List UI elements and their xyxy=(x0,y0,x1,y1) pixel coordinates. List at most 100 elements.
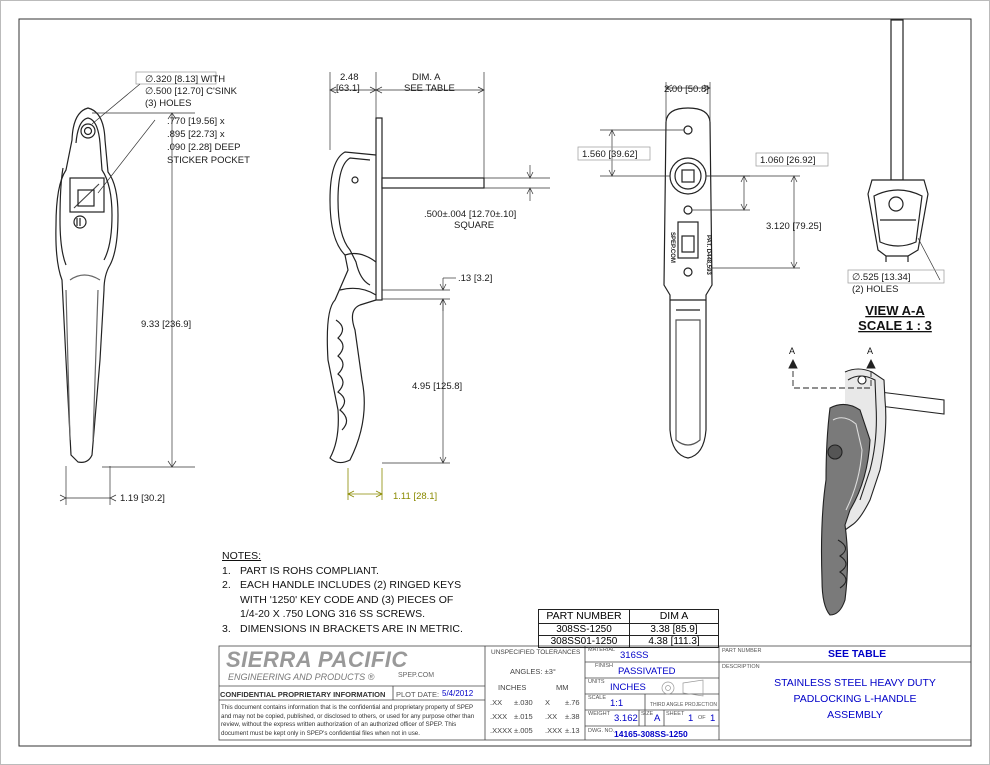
third-angle-projection-icon xyxy=(661,679,704,697)
sticker-callout-2: .895 [22.73] x xyxy=(167,129,225,140)
spep-text: SPEP.COM xyxy=(669,232,675,263)
small-holes-callout-2: (2) HOLES xyxy=(852,284,898,295)
company-web: SPEP.COM xyxy=(398,672,435,679)
dwg-no-label: DWG. NO. xyxy=(588,728,615,734)
hole-spacing-dim: 2.00 [50.8] xyxy=(664,84,709,95)
section-cut-arrows xyxy=(788,358,876,389)
company-subtitle: ENGINEERING AND PRODUCTS ® xyxy=(228,672,375,682)
finish-label: FINISH xyxy=(595,663,614,669)
front-view xyxy=(55,107,119,463)
tol-mm-0-a: X xyxy=(545,698,551,707)
tol-inch-2-b: ±.005 xyxy=(514,726,533,735)
registered-icon: ® xyxy=(367,672,375,682)
hole-callout-1: ∅.320 [8.13] WITH xyxy=(145,74,225,85)
square-dim-1: .500±.004 [12.70±.10] xyxy=(424,209,516,220)
table-row: 308SS01-1250 4.38 [111.3] xyxy=(538,635,719,648)
part-number-table: PART NUMBER DIM A 308SS-1250 3.38 [85.9]… xyxy=(538,609,719,648)
small-holes-callout-1: ∅.525 [13.34] xyxy=(852,272,910,283)
overall-length-dim: 9.33 [236.9] xyxy=(141,319,191,330)
lower-length-dim: 4.95 [125.8] xyxy=(412,381,462,392)
hub-to-hole-dim: 1.060 [26.92] xyxy=(760,155,815,166)
hole-callout-3: (3) HOLES xyxy=(145,98,191,109)
holes-callout-box xyxy=(847,269,945,284)
offset-dim: 1.11 [28.1] xyxy=(393,491,437,502)
tol-mm-1-a: .XX xyxy=(545,712,558,721)
size-value: A xyxy=(654,713,661,724)
projection-label: THIRD ANGLE PROJECTION xyxy=(650,702,717,708)
sticker-callout-4: STICKER POCKET xyxy=(167,155,250,166)
company-logo-text: SIERRA PACIFIC xyxy=(226,647,408,672)
units-label: UNITS xyxy=(588,679,605,685)
tol-inch-0-b: ±.030 xyxy=(514,698,533,707)
tol-mm-2-a: .XXX xyxy=(545,726,563,735)
scale-label: SCALE xyxy=(588,695,607,701)
sticker-callout-3: .090 [2.28] DEEP xyxy=(167,142,240,153)
tolerances-mm-header: MM xyxy=(556,683,569,692)
table-header: PART NUMBER xyxy=(538,609,630,624)
tolerances-angles: ANGLES: ±3° xyxy=(510,667,556,676)
offset-dim-lines xyxy=(347,468,383,500)
weight-value: 3.162 xyxy=(614,713,638,724)
tol-inch-1-b: ±.015 xyxy=(514,712,533,721)
tolerances-title: UNSPECIFIED TOLERANCES xyxy=(491,649,581,656)
tol-inch-2-a: .XXXX xyxy=(490,726,513,735)
description-value: STAINLESS STEEL HEAVY DUTY PADLOCKING L-… xyxy=(774,677,936,721)
size-label: SIZE xyxy=(641,711,654,717)
section-label-right: A xyxy=(867,346,873,356)
patent-text: PAT. D448,593 xyxy=(705,235,711,275)
section-label-left: A xyxy=(789,346,795,356)
units-value: INCHES xyxy=(610,682,646,693)
sheet-label: SHEET xyxy=(666,711,685,717)
plate-thickness-dim: .13 [3.2] xyxy=(458,273,492,284)
back-view xyxy=(663,107,713,459)
table-cell: 308SS-1250 xyxy=(538,623,630,636)
material-label: MATERIAL xyxy=(588,647,616,653)
side-view xyxy=(326,117,485,464)
notes-title: NOTES: xyxy=(222,550,262,562)
note-item-continuation: WITH '1250' KEY CODE AND (3) PIECES OF xyxy=(240,593,454,606)
sheet-value: 1 xyxy=(688,713,694,724)
sheet-total-value: 1 xyxy=(710,713,716,724)
view-title: VIEW A-A xyxy=(865,303,925,318)
table-header: DIM A xyxy=(629,609,719,624)
finish-value: PASSIVATED xyxy=(618,666,676,677)
front-view-dims xyxy=(59,71,217,505)
table-cell: 4.38 [111.3] xyxy=(629,635,719,648)
table-header-row: PART NUMBER DIM A xyxy=(538,609,719,624)
tol-mm-0-b: ±.76 xyxy=(565,698,580,707)
note-item: 2.EACH HANDLE INCLUDES (2) RINGED KEYS xyxy=(222,579,462,592)
sticker-callout-1: .770 [19.56] x xyxy=(167,116,225,127)
isometric-view xyxy=(820,368,945,616)
material-value: 316SS xyxy=(620,650,649,661)
width-dim: 1.19 [30.2] xyxy=(120,493,165,504)
dim-a-label: DIM. A xyxy=(412,72,441,83)
note-item-continuation: 1/4-20 X .750 LONG 316 SS SCREWS. xyxy=(240,608,426,621)
hole-callout-2: ∅.500 [12.70] C'SINK xyxy=(145,86,238,97)
dim-a-see-table: SEE TABLE xyxy=(404,83,455,94)
part-number-value: SEE TABLE xyxy=(828,648,887,660)
table-cell: 3.38 [85.9] xyxy=(629,623,719,636)
square-dim-2: SQUARE xyxy=(454,220,494,231)
tolerances-inches-header: INCHES xyxy=(498,683,527,692)
description-label: DESCRIPTION xyxy=(722,664,760,670)
confidential-label: CONFIDENTIAL PROPRIETARY INFORMATION xyxy=(220,690,386,699)
weight-label: WEIGHT xyxy=(588,711,610,717)
tol-inch-0-a: .XX xyxy=(490,698,503,707)
note-item: 3.DIMENSIONS IN BRACKETS ARE IN METRIC. xyxy=(222,622,463,635)
hub-to-bottom-dim: 3.120 [79.25] xyxy=(766,221,821,232)
tol-mm-2-b: ±.13 xyxy=(565,726,580,735)
note-item: 1.PART IS ROHS COMPLIANT. xyxy=(222,564,379,577)
side-view-dims xyxy=(329,72,550,464)
tol-mm-1-b: ±.38 xyxy=(565,712,580,721)
section-view-a-a xyxy=(867,19,929,262)
plot-date-value: 5/4/2012 xyxy=(442,689,474,698)
part-number-label: PART NUMBER xyxy=(722,648,762,654)
view-scale: SCALE 1 : 3 xyxy=(858,318,932,333)
holes-leader xyxy=(917,237,941,281)
table-row: 308SS-1250 3.38 [85.9] xyxy=(538,623,719,636)
depth-top-mm: [63.1] xyxy=(336,83,360,94)
plot-date-label: PLOT DATE: xyxy=(396,690,440,699)
table-cell: 308SS01-1250 xyxy=(538,635,630,648)
hole-to-hub-dim: 1.560 [39.62] xyxy=(582,149,637,160)
